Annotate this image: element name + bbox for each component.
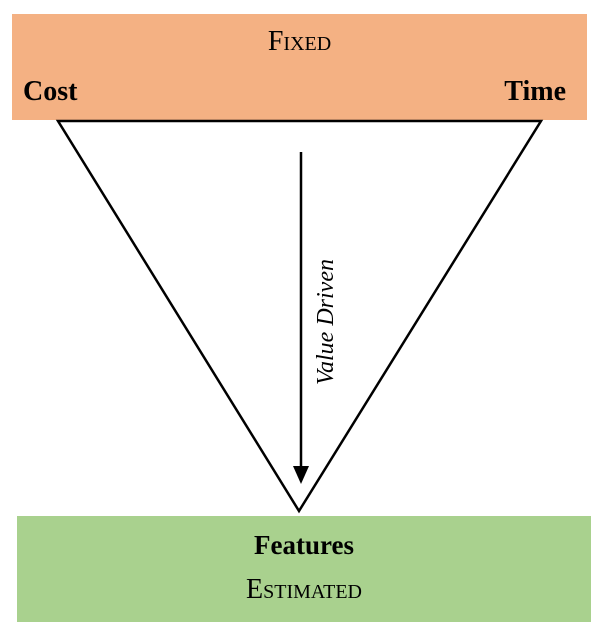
value-arrow-head — [293, 466, 309, 484]
estimated-band: Features Estimated — [17, 516, 591, 622]
time-label: Time — [504, 76, 566, 107]
inverted-triangle — [55, 119, 544, 514]
value-driven-label: Value Driven — [313, 259, 339, 385]
cost-label: Cost — [23, 76, 78, 107]
fixed-heading: Fixed — [267, 26, 332, 57]
estimated-heading: Estimated — [246, 574, 362, 605]
features-label: Features — [254, 530, 354, 560]
fixed-band: Fixed Cost Time — [12, 14, 587, 120]
